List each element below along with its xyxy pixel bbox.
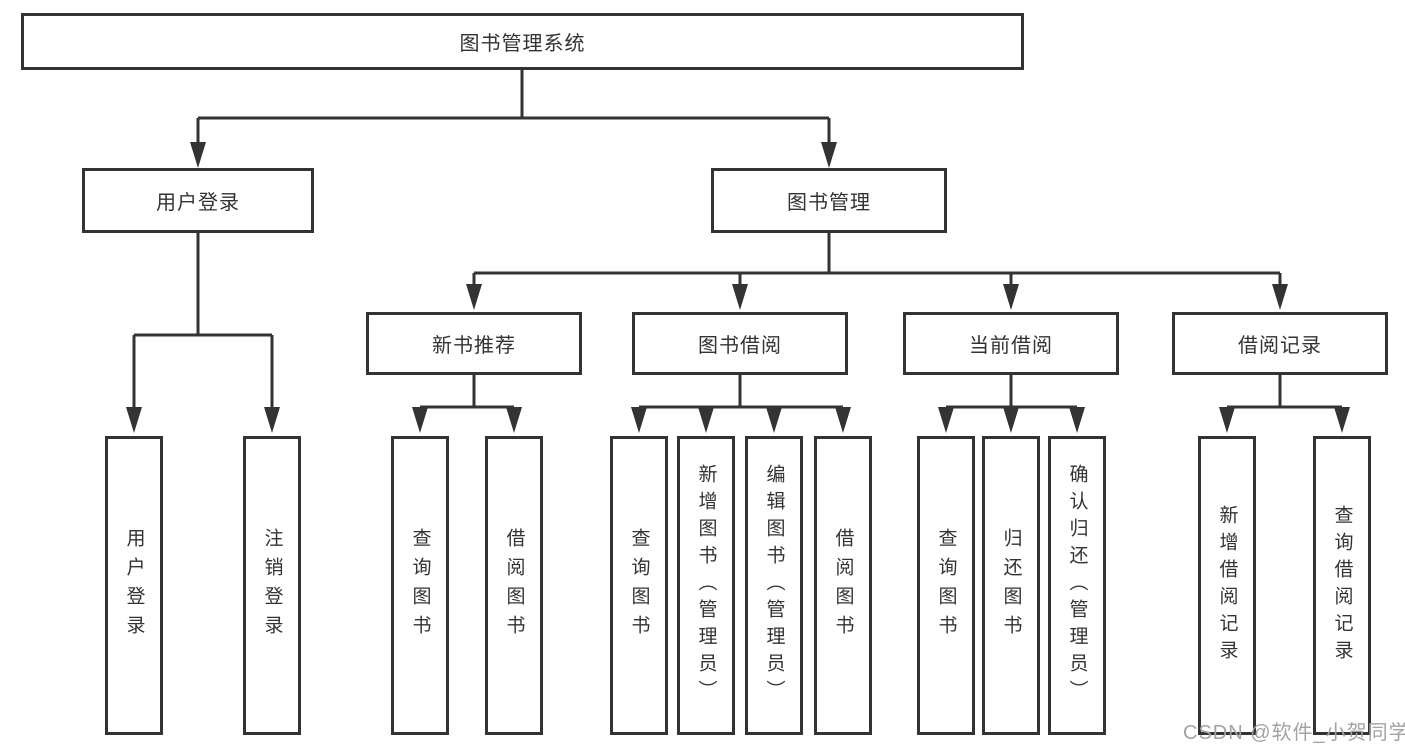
arrow-down-icon [506, 407, 522, 433]
node-user-login: 用户登录 [82, 168, 314, 233]
connector-root-to-level2 [190, 70, 837, 168]
arrow-down-icon [1272, 284, 1288, 310]
arrow-down-icon [821, 142, 837, 168]
arrow-down-icon [766, 407, 782, 433]
arrow-down-icon [938, 407, 954, 433]
connector-borrowing-records-children [1219, 375, 1350, 433]
leaf-add-borrow-record: 新增借阅记录 [1198, 436, 1256, 735]
arrow-down-icon [631, 407, 647, 433]
arrow-down-icon [732, 284, 748, 310]
leaf-borrow-books-recommend: 借阅图书 [485, 436, 543, 735]
node-book-management: 图书管理 [711, 168, 947, 233]
connector-new-book-recommend-children [412, 375, 522, 433]
connector-book-borrowing-children [631, 375, 851, 433]
arrow-down-icon [1219, 407, 1235, 433]
arrow-down-icon [1069, 407, 1085, 433]
leaf-borrow-books-borrowing: 借阅图书 [814, 436, 872, 735]
leaf-add-book-admin: 新增图书（管理员） [677, 436, 735, 735]
arrow-down-icon [190, 142, 206, 168]
leaf-edit-book-admin: 编辑图书（管理员） [745, 436, 803, 735]
leaf-confirm-return-admin: 确认归还（管理员） [1048, 436, 1106, 735]
arrow-down-icon [466, 284, 482, 310]
arrow-down-icon [1334, 407, 1350, 433]
connector-current-borrowing-children [938, 375, 1085, 433]
arrow-down-icon [126, 407, 142, 433]
arrow-down-icon [835, 407, 851, 433]
node-new-book-recommend: 新书推荐 [366, 312, 582, 375]
leaf-logout: 注销登录 [243, 436, 301, 735]
watermark: CSDN @软件_小贺同学 [1183, 722, 1405, 744]
node-current-borrowing: 当前借阅 [903, 312, 1119, 375]
arrow-down-icon [1003, 407, 1019, 433]
arrow-down-icon [698, 407, 714, 433]
node-book-borrowing: 图书借阅 [632, 312, 848, 375]
connector-user-login-children [126, 233, 280, 433]
leaf-query-books-current: 查询图书 [917, 436, 975, 735]
arrow-down-icon [412, 407, 428, 433]
leaf-query-books-borrowing: 查询图书 [610, 436, 668, 735]
leaf-user-login: 用户登录 [105, 436, 163, 735]
leaf-return-book: 归还图书 [982, 436, 1040, 735]
arrow-down-icon [264, 407, 280, 433]
connector-book-management-children [466, 233, 1288, 310]
arrow-down-icon [1003, 284, 1019, 310]
leaf-query-borrow-record: 查询借阅记录 [1313, 436, 1371, 735]
node-borrowing-records: 借阅记录 [1172, 312, 1388, 375]
leaf-query-books-recommend: 查询图书 [391, 436, 449, 735]
node-system-root: 图书管理系统 [21, 13, 1024, 70]
